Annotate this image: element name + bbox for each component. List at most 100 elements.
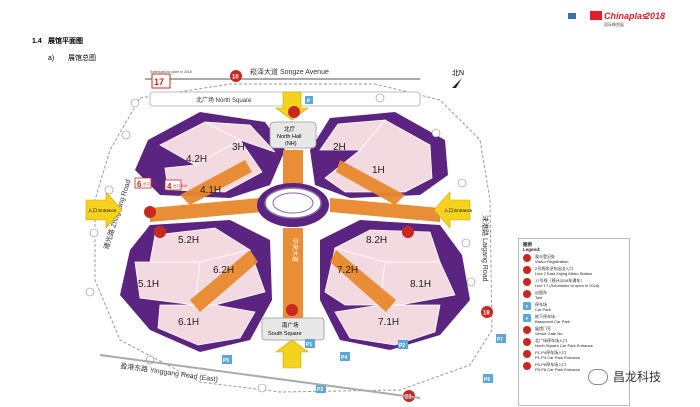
exit-sign-2-label: 出口 Exit xyxy=(173,183,187,188)
legend-item-label: 地下停车场 Basement Car Park xyxy=(535,314,570,324)
parking-P7: P7 xyxy=(497,337,503,343)
north-car-park xyxy=(305,96,313,104)
visitor-registration-icons xyxy=(144,106,414,316)
compass-label: 北N xyxy=(452,69,464,77)
legend-item-label: P5-P6停车场入口 P5-P6 Car Park Entrance xyxy=(535,362,581,372)
legend-item: 北广场停车场入口 North Square Car Park Entrance xyxy=(523,338,625,348)
north-square-label: 北广场 North Square xyxy=(196,96,252,104)
legend-title: 图例 Legend: xyxy=(523,242,541,252)
north-hall xyxy=(269,121,317,149)
hall-label-6.2H: 6.2H xyxy=(213,265,234,276)
metro-icon xyxy=(523,278,531,286)
legend-item: P 地下停车场 Basement Car Park xyxy=(523,314,625,324)
hall-label-7.2H: 7.2H xyxy=(337,265,358,276)
num-icon xyxy=(523,326,531,334)
num-icon xyxy=(523,350,531,358)
exit-sign-2 xyxy=(164,179,182,191)
gate-18: 18 xyxy=(483,311,490,317)
section-number: 1.4 xyxy=(32,38,42,45)
parking-P5: P5 xyxy=(223,358,229,364)
watermark: 昌龙科技 xyxy=(588,368,661,385)
legend-item-label: 停车场 Car Park xyxy=(535,302,551,312)
parking-P6: P6 xyxy=(484,377,490,383)
wechat-icon xyxy=(588,368,608,385)
legend-item: P1-P4停车场入口 P1-P4 Car Park Entrance xyxy=(523,350,625,360)
legend-item-label: P1-P4停车场入口 P1-P4 Car Park Entrance xyxy=(535,350,581,360)
hall-label-8.1H: 8.1H xyxy=(410,279,431,290)
entrance-west-arrow xyxy=(85,191,123,229)
hall-label-5.2H: 5.2H xyxy=(178,235,199,246)
orange-corridors xyxy=(150,150,440,318)
metro-17-icon xyxy=(151,73,171,89)
red-circle-icon xyxy=(523,254,531,262)
road-south xyxy=(99,354,421,399)
entrance-west-label: 入口 Entrance xyxy=(88,208,117,214)
brand-sub: 国际橡塑展 xyxy=(604,21,624,27)
north-hall-cn: 北厅 xyxy=(284,125,296,133)
hall-label-3H: 3H xyxy=(232,142,245,153)
parking-P2: P2 xyxy=(399,343,405,349)
center-road-label: 中央大道 xyxy=(291,238,299,262)
south-square-en: South Square xyxy=(268,331,302,337)
parking-P3: P3 xyxy=(317,387,323,393)
num-icon xyxy=(523,362,531,370)
parking-P4: P4 xyxy=(341,355,347,361)
num-icon xyxy=(523,338,531,346)
legend-item-label: 2号线徐泾东站出入口 Line 2 East Xujing Metro Stat… xyxy=(535,266,593,276)
brand-name: Chinaplas xyxy=(604,11,647,21)
legend-item-label: 展馆门号 Venue Gate No. xyxy=(535,326,564,336)
legend-item-label: 观众登记处 Visitor Registration xyxy=(535,254,569,264)
sub-title: 展馆总图 xyxy=(68,53,96,62)
entrance-arrows xyxy=(85,91,471,369)
entrance-north-arrow xyxy=(275,91,309,121)
gate-10: 10 xyxy=(232,75,239,81)
exit-sign-1-num: 6 xyxy=(137,180,142,189)
legend-item: 17号线（预计2018年通车） Line 17 (Scheduled to op… xyxy=(523,278,625,288)
hall-6.1H xyxy=(157,304,256,346)
hall-labels: 4.2H 3H 2H 4.1H 1H 5.2H 8.2H 5.1H 6.2H 7… xyxy=(138,142,431,328)
hall-label-7.1H: 7.1H xyxy=(378,317,399,328)
legend-item-label: 出租车 Taxi xyxy=(535,290,547,300)
hall-label-5.1H: 5.1H xyxy=(138,279,159,290)
brand-logo: Chinaplas 2018 国际橡塑展 xyxy=(568,11,665,27)
brand-year: 2018 xyxy=(644,11,665,21)
metro-17-number: 17 xyxy=(154,77,164,87)
south-square xyxy=(261,317,325,341)
road-east-label: 涞港路 Laigang Road xyxy=(481,215,490,282)
hall-label-8.2H: 8.2H xyxy=(366,235,387,246)
hall-label-2H: 2H xyxy=(333,142,346,153)
parking-P1: P1 xyxy=(306,342,312,348)
entrance-east-label: 入口 Entrance xyxy=(444,208,473,214)
north-hall-en: North Hall xyxy=(277,134,301,140)
hall-label-4.2H: 4.2H xyxy=(186,154,207,165)
hall-label-1H: 1H xyxy=(372,165,385,176)
venue-gates xyxy=(85,93,476,393)
watermark-text: 昌龙科技 xyxy=(613,370,662,384)
legend-item: 展馆门号 Venue Gate No. xyxy=(523,326,625,336)
legend-item-label: 17号线（预计2018年通车） Line 17 (Scheduled to op… xyxy=(535,278,600,288)
hall-label-6.1H: 6.1H xyxy=(178,317,199,328)
exit-sign-1 xyxy=(134,177,152,189)
section-title: 展馆平面图 xyxy=(47,36,83,45)
north-hall-abbr: (NH) xyxy=(285,141,297,147)
hall-3H xyxy=(204,121,276,153)
exit-sign-1-label: 出口 Exit xyxy=(143,181,157,186)
P-icon: P xyxy=(523,314,531,322)
map-legend: 图例 Legend: 观众登记处 Visitor Registration 2号线… xyxy=(518,238,630,406)
exit-icon xyxy=(523,290,531,298)
legend-item: 2号线徐泾东站出入口 Line 2 East Xujing Metro Stat… xyxy=(523,266,625,276)
legend-item: P5-P6停车场入口 P5-P6 Car Park Entrance xyxy=(523,362,625,372)
metro-icon xyxy=(523,266,531,274)
gate-21: 21 xyxy=(405,395,412,401)
parking-spots xyxy=(222,334,506,393)
metro-17-note: Scheduled to open in 2018 xyxy=(150,70,192,74)
south-square-cn: 南广场 xyxy=(282,321,299,329)
exit-sign-2-num: 4 xyxy=(167,182,172,191)
sub-marker: a) xyxy=(48,55,54,62)
north-arrow-icon xyxy=(452,78,462,88)
legend-item-label: 北广场停车场入口 North Square Car Park Entrance xyxy=(535,338,593,348)
entrance-east-arrow xyxy=(433,191,471,229)
legend-item: 出租车 Taxi xyxy=(523,290,625,300)
